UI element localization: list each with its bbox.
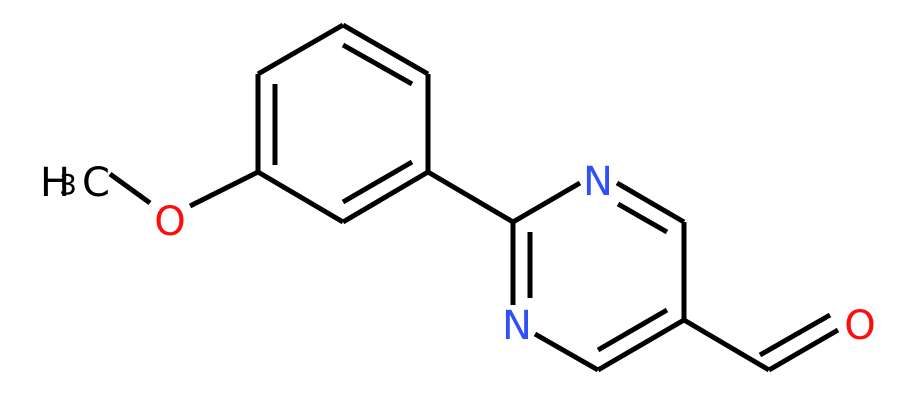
ether-oxygen-label: O — [154, 199, 185, 245]
methyl-subscript: 3 — [59, 168, 77, 201]
bond-benzene-5 — [341, 169, 430, 225]
ring-nitrogen-bottom-label: N — [502, 303, 532, 349]
bond-pyrimidine-c4-n3 — [533, 331, 600, 373]
bond-aldehyde-double-2 — [758, 312, 832, 358]
ring-nitrogen-top-label: N — [583, 159, 613, 205]
bond-benzene-3 — [341, 22, 430, 77]
aldehyde-oxygen-label: O — [844, 303, 875, 349]
bond-oxygen-benzene — [188, 169, 260, 209]
bond-benzene-5-inner — [341, 159, 414, 205]
bond-aldehyde-double-1 — [767, 327, 840, 373]
bond-pyrimidine-c5-c4-inner — [596, 307, 669, 353]
bond-benzene-2 — [256, 22, 345, 77]
bond-pyrimidine-c5-c4 — [596, 317, 686, 373]
bond-pyrimidine-n1-c6 — [615, 180, 686, 225]
methyl-h: H — [40, 160, 70, 206]
bond-ring-aldehyde-carbon — [682, 317, 771, 373]
bond-pyrimidine-n1-c6-inner — [616, 201, 669, 235]
bond-pyrimidine-c2-n1 — [511, 180, 582, 225]
methyl-carbon: C — [82, 160, 110, 206]
bond-methyl-oxygen — [108, 171, 152, 206]
bond-benzene-3-inner — [341, 42, 414, 87]
bond-benzene-6 — [256, 169, 345, 225]
bonds — [108, 22, 840, 373]
bond-benzene-pyrimidine — [426, 169, 515, 225]
methyl-label: H — [40, 160, 70, 206]
